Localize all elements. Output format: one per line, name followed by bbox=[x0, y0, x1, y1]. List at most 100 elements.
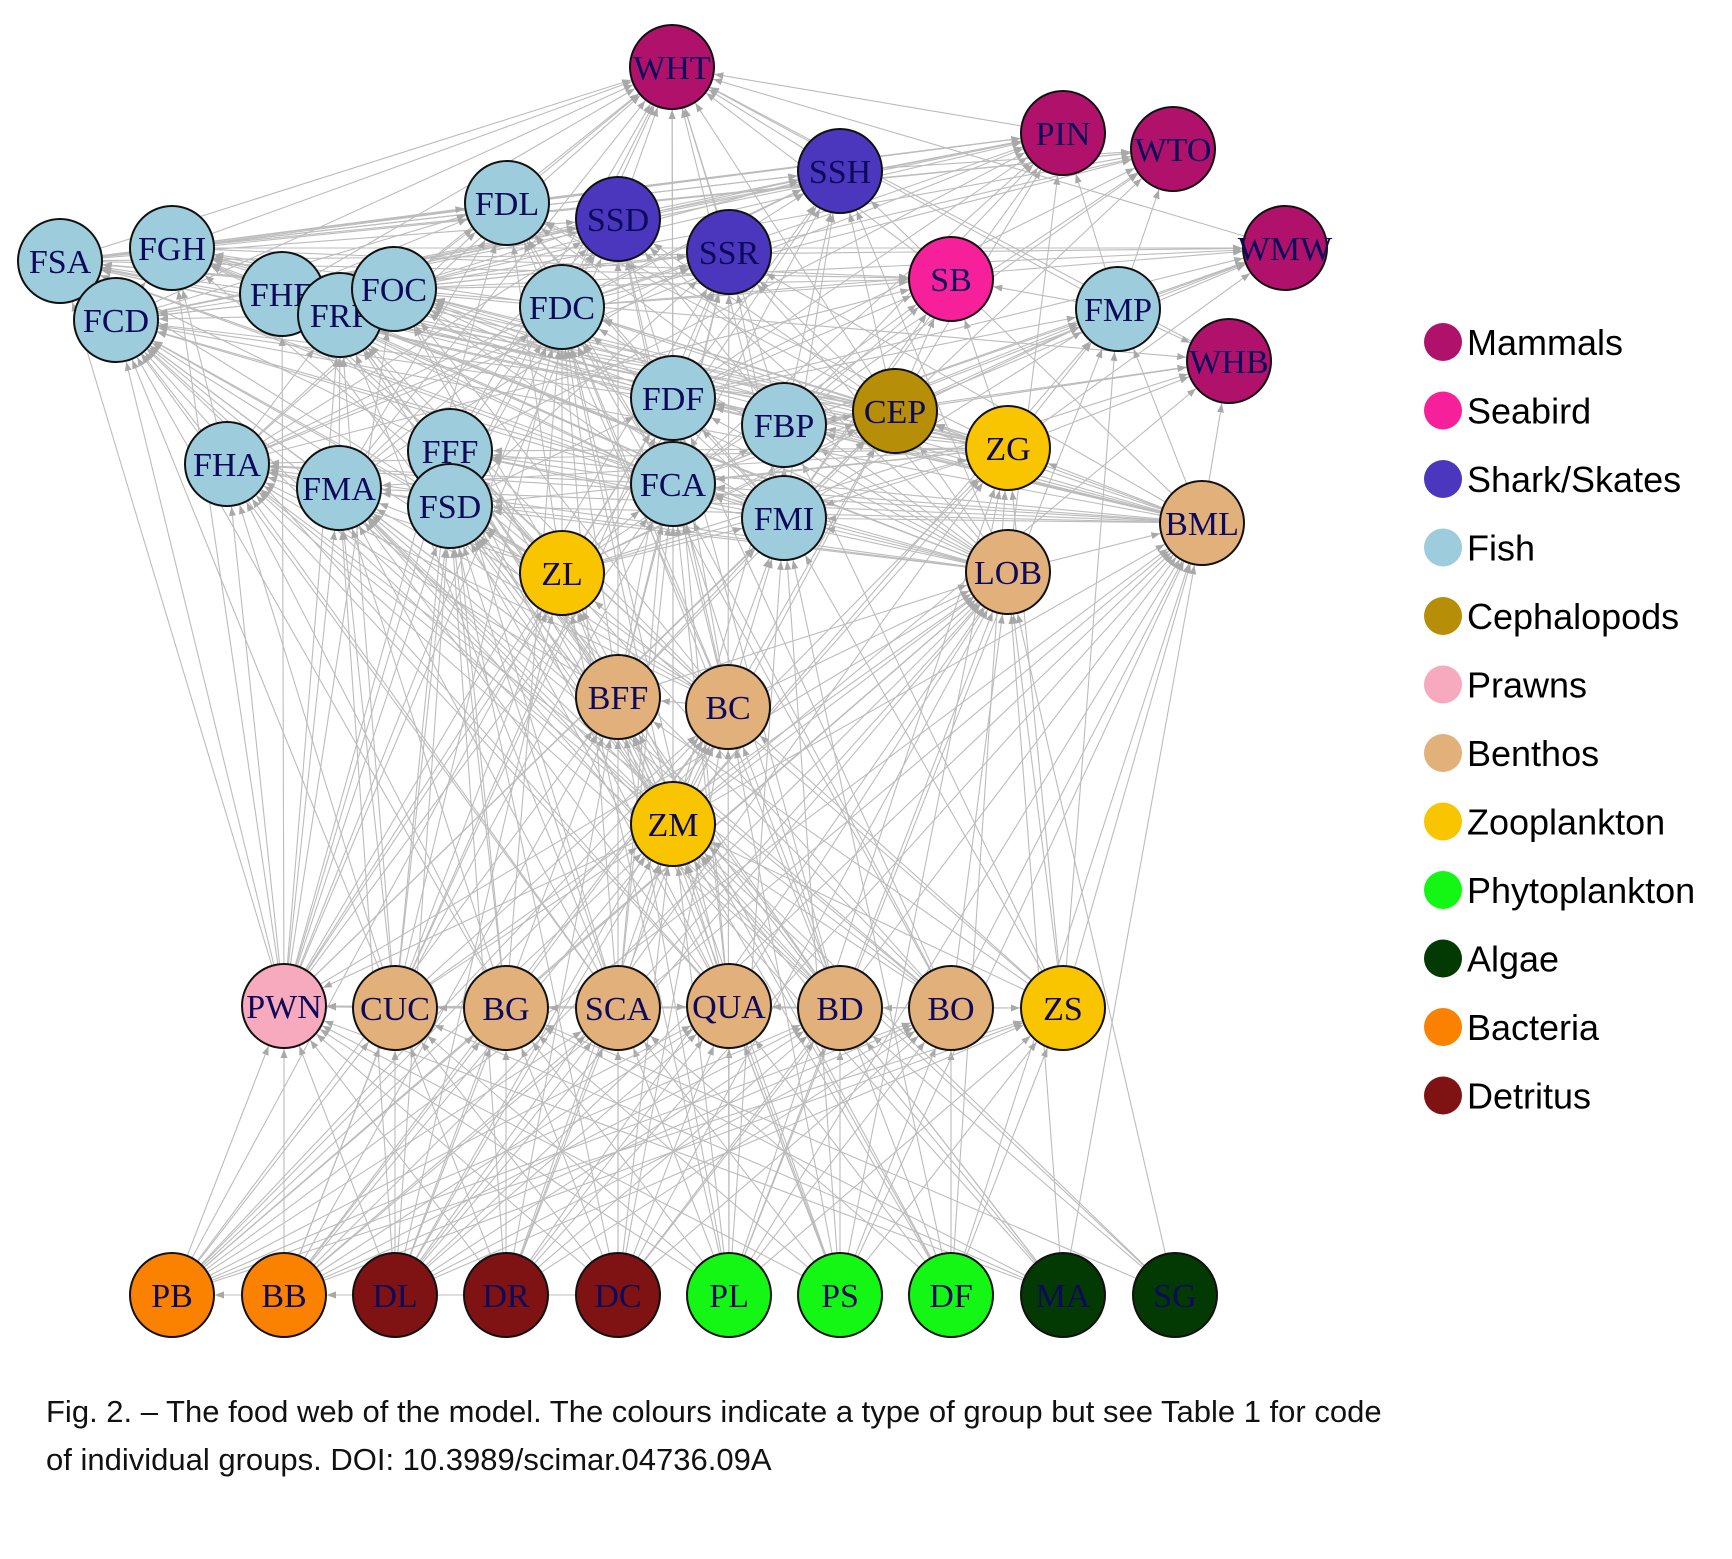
edge-pwn-to-fhe bbox=[278, 336, 286, 965]
edge-zg-to-fha bbox=[269, 448, 967, 467]
edge-pb-to-zl bbox=[191, 610, 543, 1259]
node-label-pin: PIN bbox=[1036, 116, 1091, 153]
node-bd: BD bbox=[797, 965, 883, 1051]
node-fdl: FDL bbox=[464, 160, 550, 246]
node-wht: WHT bbox=[629, 24, 715, 110]
edge-fmp-to-wht bbox=[709, 87, 1082, 290]
node-lob: LOB bbox=[965, 529, 1051, 615]
edge-ps-to-fmi bbox=[784, 560, 838, 1254]
edge-bc-to-frf bbox=[369, 345, 699, 678]
node-fgh: FGH bbox=[129, 205, 215, 291]
edge-sca-to-fha bbox=[251, 498, 594, 975]
caption-line-2: of individual groups. DOI: 10.3989/scima… bbox=[46, 1442, 772, 1477]
edge-pb-to-bg bbox=[203, 1035, 474, 1269]
node-label-ssr: SSR bbox=[699, 235, 760, 272]
node-circle-wto bbox=[1130, 106, 1216, 192]
edge-bd-to-zm bbox=[701, 855, 813, 978]
node-ssd: SSD bbox=[575, 176, 661, 262]
edge-zs-to-zl bbox=[594, 600, 1032, 981]
legend-swatch-zooplankton bbox=[1424, 802, 1462, 841]
node-label-bml: BML bbox=[1165, 506, 1239, 543]
node-pwn: PWN bbox=[241, 963, 327, 1049]
legend-label-algae: Algae bbox=[1467, 939, 1559, 980]
edge-bb-to-qua bbox=[318, 1028, 694, 1273]
edge-dl-to-bml bbox=[424, 552, 1172, 1267]
node-circle-cep bbox=[852, 368, 938, 454]
node-fdf: FDF bbox=[630, 355, 716, 441]
node-circle-zl bbox=[519, 530, 605, 616]
edge-sca-to-zm bbox=[629, 865, 662, 968]
edge-fha-to-ssr bbox=[265, 268, 690, 449]
edge-cuc-to-fca bbox=[414, 521, 654, 972]
edge-zs-to-lob bbox=[1011, 614, 1059, 967]
node-circle-fbp bbox=[741, 382, 827, 468]
edge-fmp-to-whb bbox=[1155, 326, 1191, 344]
edge-fmp-to-sb bbox=[993, 284, 1077, 303]
edge-bc-to-fmi bbox=[739, 559, 773, 667]
edge-wmw-to-wht bbox=[713, 78, 1245, 237]
node-label-pwn: PWN bbox=[246, 989, 322, 1026]
edge-cep-to-fcd bbox=[158, 322, 854, 407]
node-circle-fdf bbox=[630, 355, 716, 441]
node-circle-pb bbox=[129, 1252, 215, 1338]
node-label-bc: BC bbox=[705, 690, 750, 727]
node-ssr: SSR bbox=[686, 209, 772, 295]
edge-bc-to-lob bbox=[765, 590, 970, 690]
caption-line-1: Fig. 2. – The food web of the model. The… bbox=[46, 1394, 1382, 1429]
node-wmw: WMW bbox=[1238, 205, 1333, 291]
edge-pb-to-pwn bbox=[186, 1045, 270, 1256]
node-label-sca: SCA bbox=[585, 991, 652, 1028]
edge-qua-to-zm bbox=[684, 864, 718, 967]
edge-fbp-to-ssd bbox=[644, 252, 759, 393]
edge-bg-to-fha bbox=[246, 502, 488, 971]
legend-label-mammals: Mammals bbox=[1467, 322, 1623, 363]
node-circle-fha bbox=[184, 421, 270, 507]
node-fcd: FCD bbox=[73, 277, 159, 363]
edge-cuc-to-fsd bbox=[399, 548, 448, 967]
legend-item-mammals: Mammals bbox=[1424, 322, 1623, 363]
edge-bc-to-ssr bbox=[725, 294, 733, 666]
node-circle-bml bbox=[1159, 480, 1245, 566]
node-bc: BC bbox=[685, 664, 771, 750]
edge-pb-to-zs bbox=[211, 1020, 1023, 1283]
node-circle-fmi bbox=[741, 475, 827, 561]
edge-foc-to-fdl bbox=[427, 228, 474, 265]
node-zl: ZL bbox=[519, 530, 605, 616]
node-zm: ZM bbox=[630, 781, 716, 867]
edge-cuc-to-zm bbox=[429, 847, 638, 986]
edge-fbp-to-sb bbox=[815, 306, 919, 398]
node-circle-bb bbox=[241, 1252, 327, 1338]
edge-zm-to-lob bbox=[706, 597, 974, 800]
node-circle-zg bbox=[965, 405, 1051, 491]
edge-fcd-to-fdl bbox=[156, 214, 466, 309]
legend-swatch-phytoplankton bbox=[1424, 871, 1462, 909]
edge-df-to-fmi bbox=[791, 559, 943, 1255]
node-sca: SCA bbox=[575, 965, 661, 1051]
edge-bc-to-bff bbox=[660, 698, 687, 706]
node-circle-bff bbox=[575, 654, 661, 740]
edge-df-to-zg bbox=[953, 490, 1008, 1254]
edge-fdc-to-sb bbox=[603, 279, 909, 305]
edge-ps-to-zm bbox=[686, 864, 827, 1256]
node-whb: WHB bbox=[1186, 318, 1272, 404]
node-fmi: FMI bbox=[741, 475, 827, 561]
edge-dr-to-qua bbox=[531, 1039, 704, 1263]
legend: MammalsSeabirdShark/SkatesFishCephalopod… bbox=[1424, 322, 1695, 1117]
edge-bff-to-cep bbox=[646, 441, 866, 668]
edge-lob-to-cep bbox=[919, 445, 985, 538]
edge-sca-to-fma bbox=[358, 525, 599, 972]
edge-fhe-to-fcd bbox=[158, 299, 241, 316]
legend-item-zooplankton: Zooplankton bbox=[1424, 802, 1665, 843]
node-bff: BFF bbox=[575, 654, 661, 740]
edge-pl-to-bml bbox=[750, 559, 1180, 1260]
edge-fmp-to-pin bbox=[1075, 173, 1107, 270]
node-label-df: DF bbox=[929, 1278, 972, 1315]
edge-df-to-zm bbox=[694, 860, 931, 1260]
node-wto: WTO bbox=[1130, 106, 1216, 192]
edge-pwn-to-fha bbox=[228, 506, 281, 965]
node-cuc: CUC bbox=[352, 965, 438, 1051]
node-circle-ps bbox=[797, 1252, 883, 1338]
node-fma: FMA bbox=[296, 445, 382, 531]
node-bb: BB bbox=[241, 1252, 327, 1338]
